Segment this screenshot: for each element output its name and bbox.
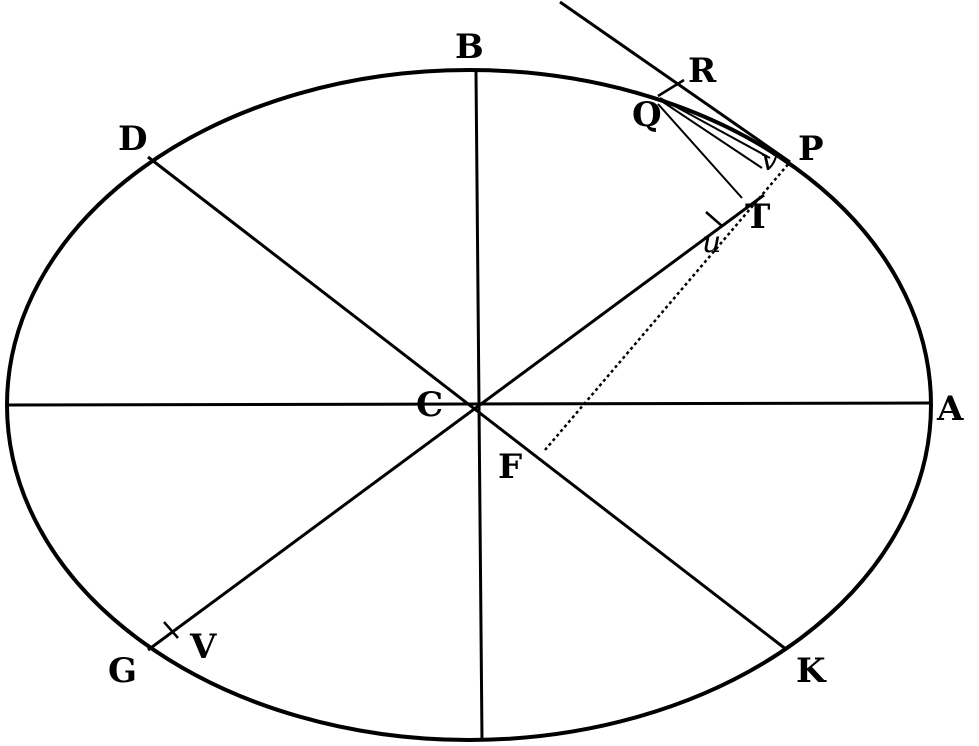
label-G: G xyxy=(108,651,137,691)
tick-V xyxy=(163,621,179,639)
label-u: u xyxy=(702,225,721,260)
label-K: K xyxy=(796,651,827,691)
diameter-DK xyxy=(147,155,788,652)
tick-u xyxy=(705,211,723,227)
tangent-line xyxy=(559,0,791,164)
label-C: C xyxy=(416,385,443,425)
label-v: v xyxy=(761,143,778,178)
label-R: R xyxy=(688,51,717,91)
chord-QP xyxy=(659,97,771,159)
segment-QR xyxy=(657,78,685,98)
label-V: V xyxy=(189,627,217,667)
diameter-PG xyxy=(147,193,765,652)
ellipse-outline xyxy=(5,68,933,742)
label-D: D xyxy=(118,119,147,159)
label-A: A xyxy=(936,389,964,429)
label-Q: Q xyxy=(632,95,662,135)
label-B: B xyxy=(455,27,484,67)
label-F: F xyxy=(498,447,522,487)
label-P: P xyxy=(798,129,824,169)
segment-Qv xyxy=(659,99,763,169)
segment-QT xyxy=(657,103,743,199)
label-T: T xyxy=(745,197,770,237)
